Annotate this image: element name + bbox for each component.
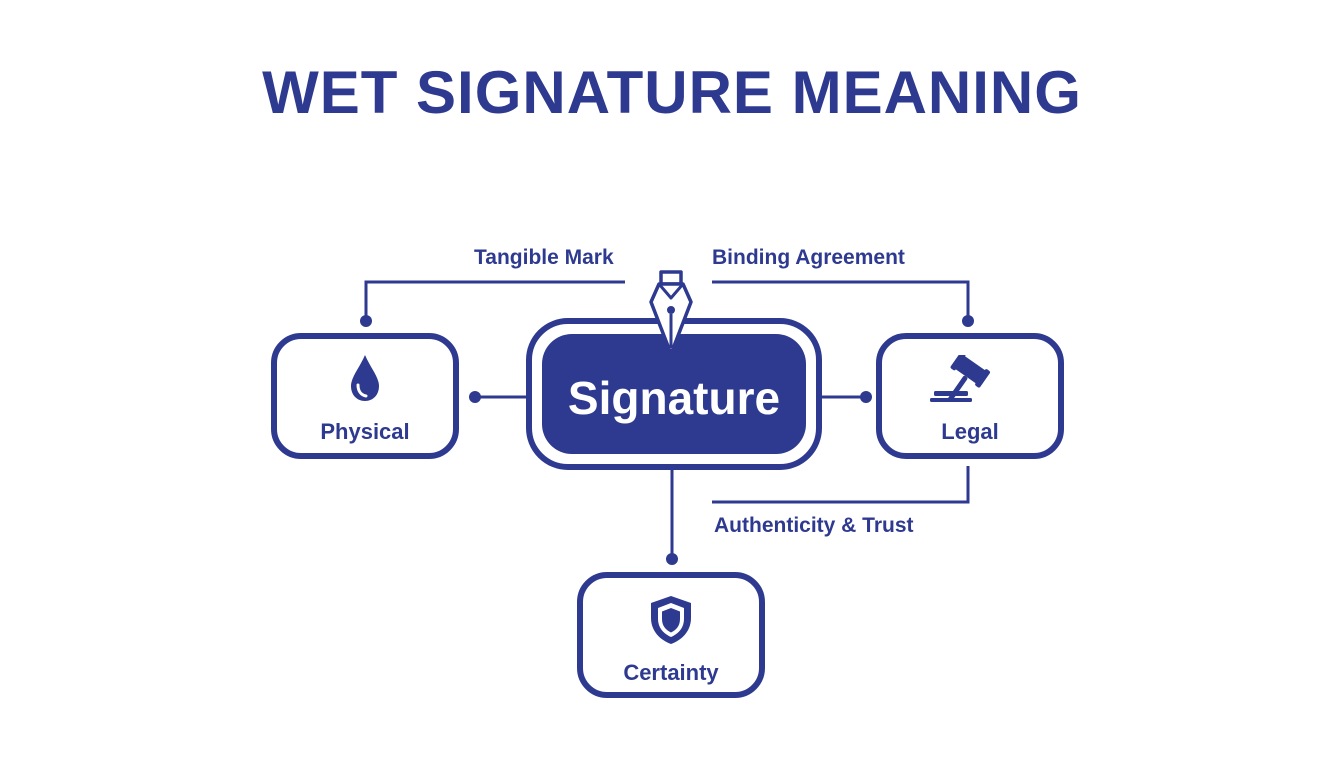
edge-label-binding-agreement: Binding Agreement	[712, 246, 905, 269]
node-label-certainty: Certainty	[623, 660, 719, 685]
node-label-legal: Legal	[941, 419, 999, 444]
connector-dot	[666, 553, 678, 565]
node-label-physical: Physical	[320, 419, 410, 444]
connector-dot	[962, 315, 974, 327]
connector-tangible-mark	[364, 280, 625, 320]
node-label-signature: Signature	[567, 372, 781, 424]
connector-dot	[360, 315, 372, 327]
edge-label-authenticity-trust: Authenticity & Trust	[714, 514, 914, 537]
gavel-icon	[930, 355, 990, 402]
connector-dot	[469, 391, 481, 403]
fountain-pen-nib-icon	[649, 270, 693, 356]
connector-authenticity-trust	[712, 466, 970, 504]
connector-dot	[860, 391, 872, 403]
node-certainty: Certainty	[577, 572, 765, 698]
node-signature-fill: Signature	[542, 334, 806, 454]
diagram-title: WET SIGNATURE MEANING	[262, 59, 1082, 126]
node-physical: Physical	[271, 333, 459, 459]
ink-drop-icon	[351, 355, 379, 401]
edge-label-tangible-mark: Tangible Mark	[474, 246, 614, 269]
node-signature: Signature	[526, 318, 822, 470]
node-legal: Legal	[876, 333, 1064, 459]
connector-binding-agreement	[712, 280, 970, 320]
shield-icon	[651, 596, 691, 644]
